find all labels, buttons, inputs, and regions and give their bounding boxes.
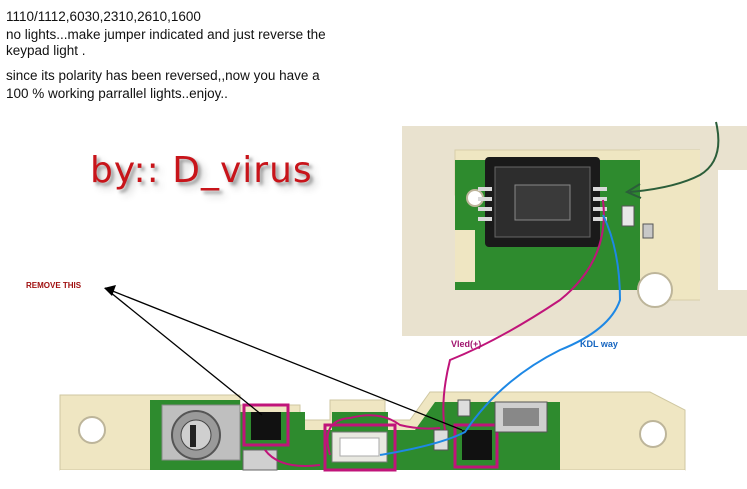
remove-arrow-line (104, 287, 463, 431)
smd-resistor (457, 399, 471, 417)
vled-jumper-wire (442, 199, 605, 431)
kdl-wire (379, 214, 622, 456)
arrow-head (104, 285, 116, 296)
arrow-head (624, 183, 642, 199)
led-highlight-box (323, 423, 397, 472)
vled-label: Vled(+) (451, 339, 482, 349)
jumper-wire (264, 449, 321, 467)
instruction-line-3: since its polarity has been reversed,,no… (6, 68, 320, 83)
connector-chip (478, 157, 607, 247)
models-text: 1110/1112,6030,2310,2610,1600 (6, 9, 201, 24)
buzzer-component (161, 404, 241, 461)
ic-chip (251, 412, 281, 440)
instruction-line-1: no lights...make jumper indicated and ju… (6, 27, 326, 42)
remove-arrow-line (104, 287, 263, 416)
smd-resistor (621, 205, 635, 227)
led-jumper-wire (326, 414, 441, 456)
transistor-chip (462, 430, 492, 460)
author-signature: by:: D_virus (90, 150, 313, 191)
instruction-line-2: keypad light . (6, 43, 86, 58)
transistor-highlight-box (453, 423, 499, 469)
remove-this-label: REMOVE THIS (26, 281, 82, 290)
smd-capacitor (242, 449, 278, 471)
instruction-line-4: 100 % working parrallel lights..enjoy.. (6, 86, 228, 101)
remove-highlight-box (242, 403, 290, 447)
annotation-arrow (629, 121, 720, 193)
kdl-way-label: KDL way (580, 339, 618, 349)
smd-capacitor (642, 223, 654, 239)
